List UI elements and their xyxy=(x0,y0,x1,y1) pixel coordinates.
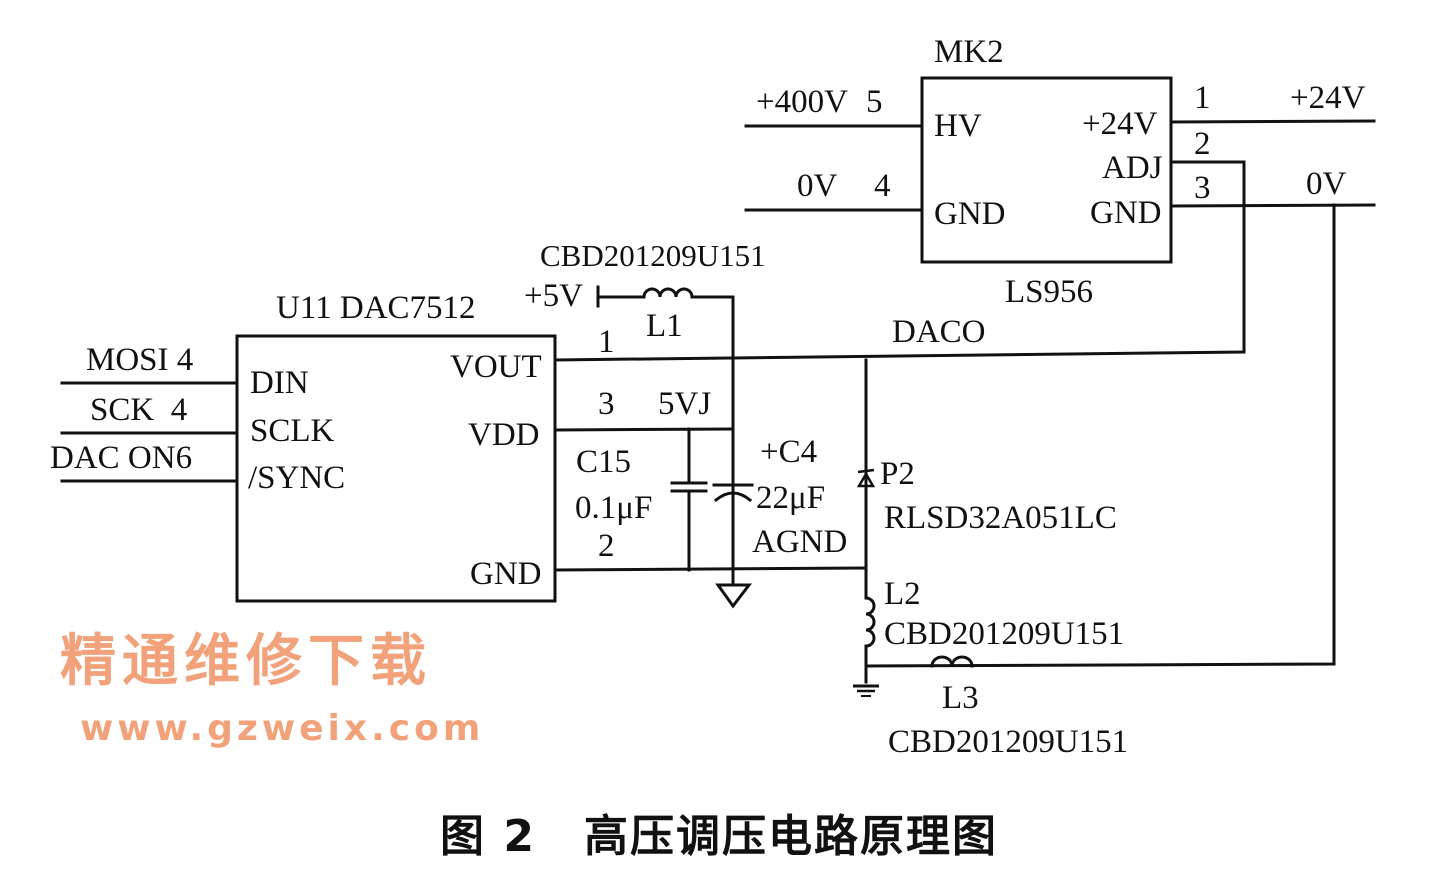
wire-0v-return xyxy=(866,203,1336,668)
l3-ref: L3 xyxy=(942,680,979,716)
pin-name-gnd: GND xyxy=(470,556,542,592)
c4-value: 22μF xyxy=(756,480,825,516)
mk2-part: LS956 xyxy=(1005,274,1093,310)
u11-dac: U11 DAC7512 MOSI 4 DIN SCK 4 SCLK DAC ON… xyxy=(50,290,557,603)
capacitor-c15: C15 0.1μF xyxy=(575,427,708,572)
net-sck: SCK 4 xyxy=(90,392,187,428)
net-24v-out: +24V xyxy=(1290,80,1366,116)
mk2-ref: MK2 xyxy=(934,34,1004,70)
inductor-l3: L3 CBD201209U151 xyxy=(888,655,1128,760)
pin-num-1: 1 xyxy=(1194,80,1211,116)
capacitor-c4: +C4 22μF xyxy=(712,434,825,516)
figure-title: 高压调压电路原理图 xyxy=(583,811,998,862)
pin-name-gnd-left: GND xyxy=(934,196,1006,232)
net-5v: +5V xyxy=(524,278,583,314)
l2-part: CBD201209U151 xyxy=(884,616,1124,652)
net-400v: +400V xyxy=(756,84,848,120)
pin-name-adj: ADJ xyxy=(1102,150,1163,186)
net-agnd: AGND xyxy=(752,524,847,560)
pin-name-24v: +24V xyxy=(1082,106,1158,142)
l3-part: CBD201209U151 xyxy=(888,724,1128,760)
wire-adj xyxy=(1169,160,1246,354)
net-daco: DACO xyxy=(892,314,986,350)
figure-caption: 图 2 高压调压电路原理图 xyxy=(0,800,1438,864)
p2-part: RLSD32A051LC xyxy=(884,500,1117,536)
pin-num-3: 3 xyxy=(1194,170,1211,206)
wire-vdd xyxy=(553,427,735,432)
pin-name-vdd: VDD xyxy=(468,417,540,453)
tvs-p2: P2 RLSD32A051LC xyxy=(856,358,1117,570)
net-mosi: MOSI 4 xyxy=(86,342,193,378)
earth-ground-icon xyxy=(853,684,879,697)
c4-plate-bottom xyxy=(713,491,753,503)
ground-symbol xyxy=(715,568,753,609)
c4-ref: +C4 xyxy=(760,434,817,470)
pin-num-gnd: 2 xyxy=(598,528,615,564)
pin-num-vout: 1 xyxy=(598,324,615,360)
pin-num-5: 5 xyxy=(866,84,883,120)
c15-ref: C15 xyxy=(576,444,631,480)
p2-ref: P2 xyxy=(880,456,915,492)
net-dac-on: DAC ON6 xyxy=(50,440,192,476)
u11-ref-part: U11 DAC7512 xyxy=(276,290,476,326)
ground-triangle-icon xyxy=(715,583,753,609)
p2-diode-bar xyxy=(857,468,875,474)
u11-body xyxy=(235,334,557,603)
l2-coil xyxy=(864,596,876,648)
pin-name-sclk: SCLK xyxy=(250,413,335,449)
l2-ref: L2 xyxy=(884,576,921,612)
wire-agnd xyxy=(553,566,868,572)
l1-coil xyxy=(642,287,694,299)
inductor-l1: +5V L1 CBD201209U151 xyxy=(524,238,766,572)
l1-part: CBD201209U151 xyxy=(540,238,766,273)
watermark-cn: 精通维修下载 xyxy=(60,629,432,694)
pin-name-hv: HV xyxy=(934,108,982,144)
pin-name-gnd-right: GND xyxy=(1090,195,1162,231)
watermark-url: www.gzweix.com xyxy=(80,708,484,749)
l1-ref: L1 xyxy=(646,308,683,344)
figure-number: 图 2 xyxy=(440,811,536,862)
pin-num-2: 2 xyxy=(1194,126,1211,162)
net-0v-in: 0V xyxy=(797,168,838,204)
wire-0v-out xyxy=(1169,203,1376,208)
pin-name-din: DIN xyxy=(250,365,309,401)
pin-num-4: 4 xyxy=(874,168,891,204)
wire-l1-down xyxy=(690,295,735,572)
wire-24v-out xyxy=(1169,119,1376,124)
pin-num-vdd: 3 xyxy=(598,386,615,422)
pin-name-vout: VOUT xyxy=(450,349,542,385)
inductor-l2: L2 CBD201209U151 xyxy=(864,566,1124,684)
pin-name-sync: /SYNC xyxy=(248,460,345,496)
net-0v-out: 0V xyxy=(1306,166,1347,202)
net-5vj: 5VJ xyxy=(658,386,711,422)
l3-coil xyxy=(930,655,974,668)
wire-daco xyxy=(553,350,1246,362)
c15-value: 0.1μF xyxy=(575,490,652,526)
p2-diode-icon xyxy=(856,471,876,488)
mk2-module: MK2 LS956 +400V 5 HV 0V 4 GND +24V ADJ G… xyxy=(744,34,1376,668)
watermark: 精通维修下载 www.gzweix.com xyxy=(60,629,484,749)
mk2-body xyxy=(920,76,1173,264)
